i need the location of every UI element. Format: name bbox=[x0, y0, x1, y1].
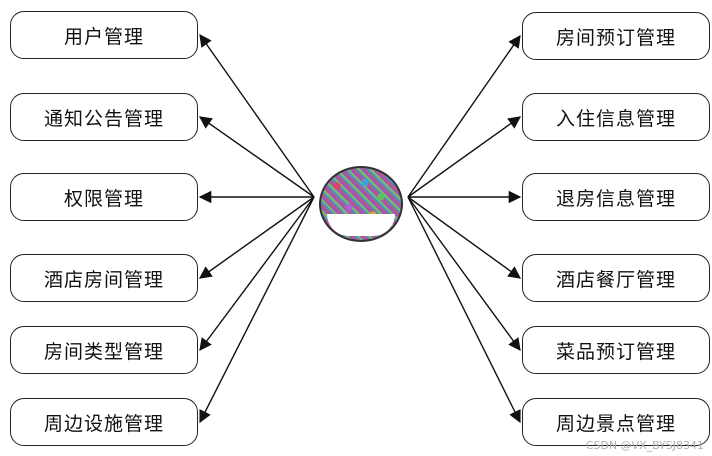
watermark: CSDN @VX_BYSJ8341 bbox=[586, 439, 704, 452]
module-checkout-info-management: 退房信息管理 bbox=[522, 173, 710, 221]
connector-arrow-l4 bbox=[200, 197, 314, 350]
module-checkin-info-management: 入住信息管理 bbox=[522, 93, 710, 141]
connector-arrow-r1 bbox=[408, 117, 520, 197]
connector-arrow-l1 bbox=[200, 117, 314, 197]
module-user-management: 用户管理 bbox=[10, 11, 198, 59]
module-restaurant-management: 酒店餐厅管理 bbox=[522, 254, 710, 302]
module-nearby-facility-management: 周边设施管理 bbox=[10, 398, 198, 446]
connector-arrow-r3 bbox=[408, 197, 520, 278]
connector-arrow-l0 bbox=[200, 35, 314, 197]
module-room-type-management: 房间类型管理 bbox=[10, 326, 198, 374]
module-dish-booking-management: 菜品预订管理 bbox=[522, 326, 710, 374]
connector-arrow-r5 bbox=[408, 197, 520, 422]
system-hub-image bbox=[319, 166, 403, 242]
connector-arrow-r0 bbox=[408, 36, 520, 197]
module-permission-management: 权限管理 bbox=[10, 173, 198, 221]
connector-arrow-l3 bbox=[200, 197, 314, 278]
module-notice-management: 通知公告管理 bbox=[10, 93, 198, 141]
module-room-booking-management: 房间预订管理 bbox=[522, 12, 710, 60]
connector-arrow-l5 bbox=[200, 197, 314, 422]
connector-arrow-r4 bbox=[408, 197, 520, 350]
module-hotel-room-management: 酒店房间管理 bbox=[10, 254, 198, 302]
